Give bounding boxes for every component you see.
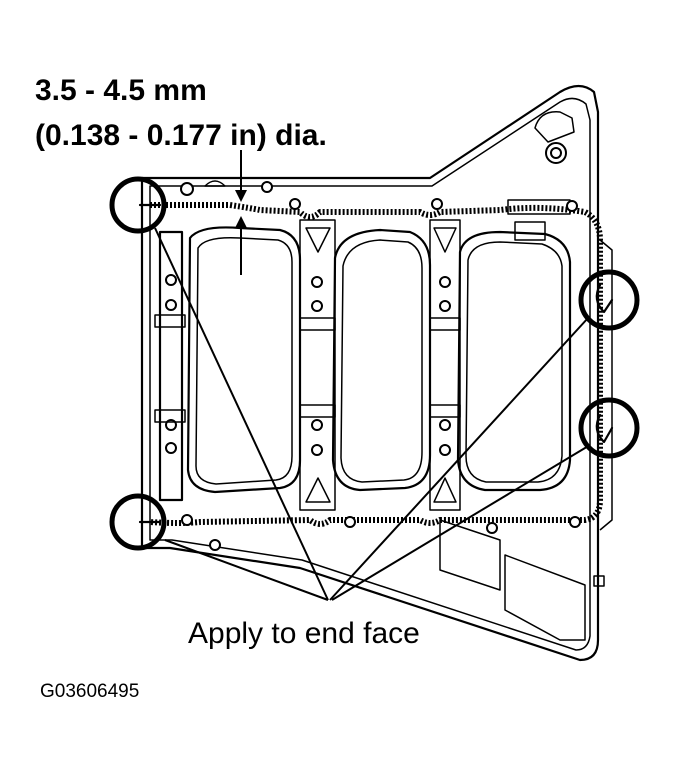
callout-right-lower [578, 397, 640, 459]
callout-top-left [109, 176, 167, 234]
figure-code: G03606495 [40, 681, 139, 702]
vertical-ribs [154, 219, 461, 511]
callout-circles [109, 176, 640, 551]
callout-right-upper [578, 269, 640, 331]
bead-dimension-arrows [235, 150, 247, 275]
top-flange-holes [180, 180, 578, 212]
sealant-bead [149, 202, 603, 527]
inner-bays [186, 221, 572, 494]
callout-leader-lines [154, 227, 591, 601]
bottom-flange-holes [181, 514, 581, 551]
dimension-label-in: (0.138 - 0.177 in) dia. [35, 119, 327, 152]
housing-outline [140, 84, 613, 662]
callout-label: Apply to end face [188, 617, 420, 650]
callout-bottom-left [109, 493, 167, 551]
dimension-label-mm: 3.5 - 4.5 mm [35, 74, 207, 107]
